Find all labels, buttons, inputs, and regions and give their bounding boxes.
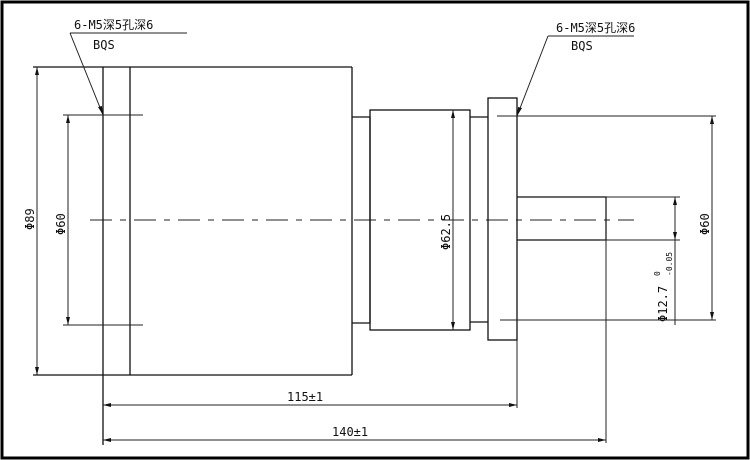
leader-right [516, 35, 549, 117]
motor-body [33, 66, 353, 445]
dim-label-phi60-right: Φ60 [698, 213, 712, 235]
dim-label-115: 115±1 [287, 390, 323, 404]
dim-label-phi12-7: Φ12.7 [656, 286, 670, 322]
dim-label-phi62-5: Φ62.5 [439, 214, 453, 250]
dim-label-phi89: Φ89 [23, 208, 37, 230]
dim-label-140: 140±1 [332, 425, 368, 439]
dim-tol-lower: -0.05 [665, 252, 674, 276]
dim-tol-upper: 0 [653, 271, 662, 276]
dim-label-phi60-left: Φ60 [54, 213, 68, 235]
note-right-line2: BQS [571, 39, 593, 53]
note-left-line2: BQS [93, 38, 115, 52]
leader-left [69, 32, 104, 116]
note-left-line1: 6-M5深5孔深6 [74, 18, 153, 32]
note-right-line1: 6-M5深5孔深6 [556, 21, 635, 35]
gearbox-section [352, 97, 518, 341]
